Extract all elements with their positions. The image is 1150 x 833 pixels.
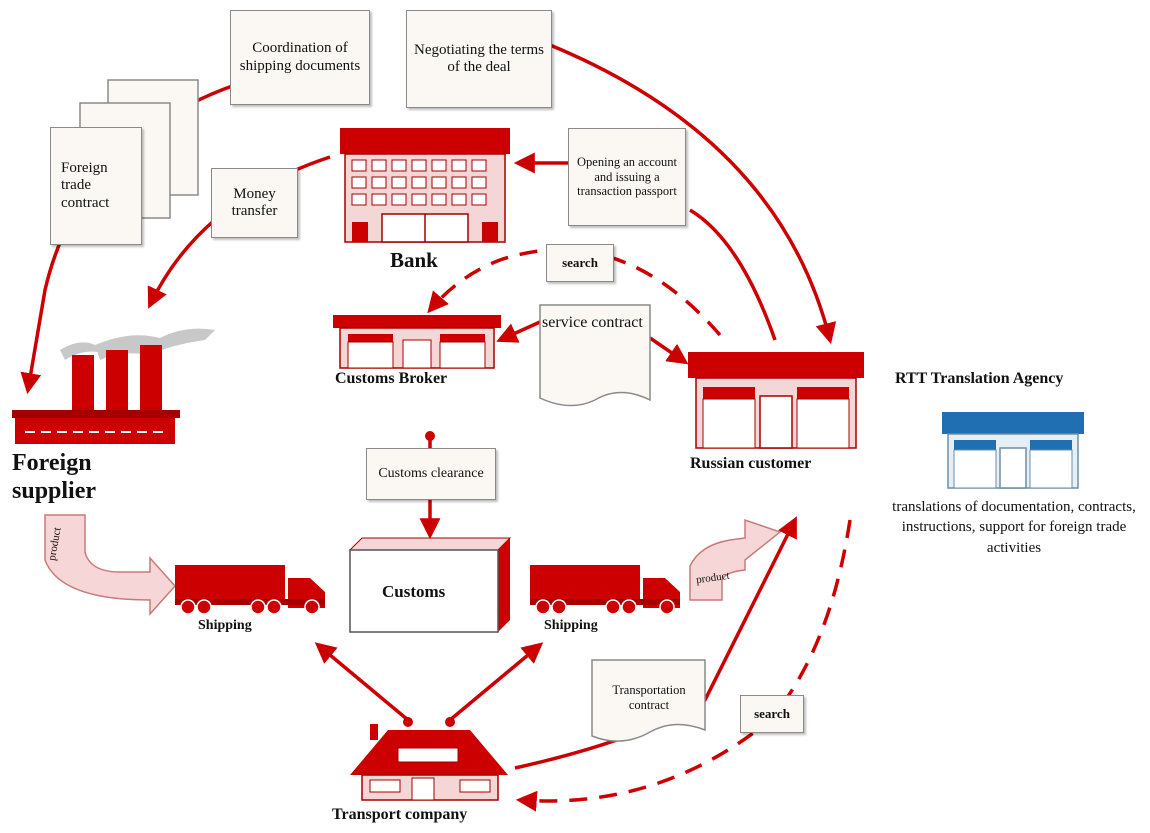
- arrow-transport-to-shipping-right: [448, 642, 544, 722]
- agency-title: RTT Translation Agency: [895, 370, 1064, 387]
- transport-dot-right: [445, 717, 455, 727]
- customs-box-icon: [348, 537, 512, 633]
- agency-description: translations of documentation, contracts…: [892, 499, 1136, 556]
- search-top-text: search: [562, 254, 598, 270]
- arrow-service-to-broker: [496, 320, 541, 343]
- foreign-supplier-text: Foreign supplier: [12, 450, 97, 504]
- service-contract-text: service contract: [542, 314, 643, 331]
- russian-customer-building-icon: [688, 352, 864, 449]
- money-transfer-text: Money transfer: [231, 185, 278, 219]
- shipping-left-label: Shipping: [198, 618, 252, 633]
- coordination-box: Coordination of shipping documents: [230, 10, 370, 105]
- arrow-customer-up: [689, 208, 777, 341]
- arrow-transport-to-shipping-left: [314, 642, 410, 722]
- service-contract-document-icon: [539, 304, 651, 407]
- transportation-contract-text: Transportation contract: [612, 683, 686, 712]
- search-bottom-text: search: [754, 705, 790, 721]
- russian-customer-label: Russian customer: [690, 455, 812, 472]
- product-arrow-left-icon: [44, 514, 177, 616]
- foreign-trade-contract-text: Foreign trade contract: [61, 160, 110, 211]
- truck-left-icon: [175, 565, 325, 615]
- shipping-right-label: Shipping: [544, 618, 598, 633]
- opening-account-box: Opening an account and issuing a transac…: [568, 128, 686, 226]
- transport-company-house-icon: [350, 724, 508, 801]
- product-arrow-right-icon: [689, 518, 782, 601]
- foreign-trade-contract-box: Foreign trade contract: [50, 127, 142, 245]
- customs-broker-building-icon: [333, 315, 501, 369]
- truck-right-icon: [530, 565, 680, 615]
- bank-building-icon: [340, 128, 510, 243]
- dashed-search-top: [427, 248, 722, 337]
- factory-icon: [12, 328, 215, 444]
- transportation-contract-document-icon: [591, 659, 706, 742]
- arrow-service-to-customer: [649, 336, 689, 365]
- rtt-agency-building-icon: [942, 412, 1084, 489]
- foreign-supplier-label: Foreign supplier: [12, 450, 122, 505]
- customs-clearance-text: Customs clearance: [378, 465, 484, 481]
- opening-account-text: Opening an account and issuing a transac…: [577, 155, 677, 199]
- transport-dot-left: [403, 717, 413, 727]
- transport-company-label: Transport company: [332, 806, 468, 823]
- transportation-contract-label: Transportation contract: [594, 683, 704, 713]
- clearance-dot: [425, 431, 435, 441]
- negotiating-text: Negotiating the terms of the deal: [414, 41, 544, 75]
- bank-label: Bank: [390, 248, 438, 272]
- money-transfer-box: Money transfer: [211, 168, 298, 238]
- search-top-box: search: [546, 244, 614, 282]
- coordination-text: Coordination of shipping documents: [239, 40, 361, 74]
- negotiating-box: Negotiating the terms of the deal: [406, 10, 552, 108]
- service-contract-label: service contract: [542, 312, 647, 334]
- customs-broker-label: Customs Broker: [335, 370, 448, 387]
- customs-clearance-box: Customs clearance: [366, 448, 496, 500]
- arrow-to-customer-arc: [549, 43, 837, 345]
- search-bottom-box: search: [740, 695, 804, 733]
- customs-label: Customs: [382, 582, 446, 601]
